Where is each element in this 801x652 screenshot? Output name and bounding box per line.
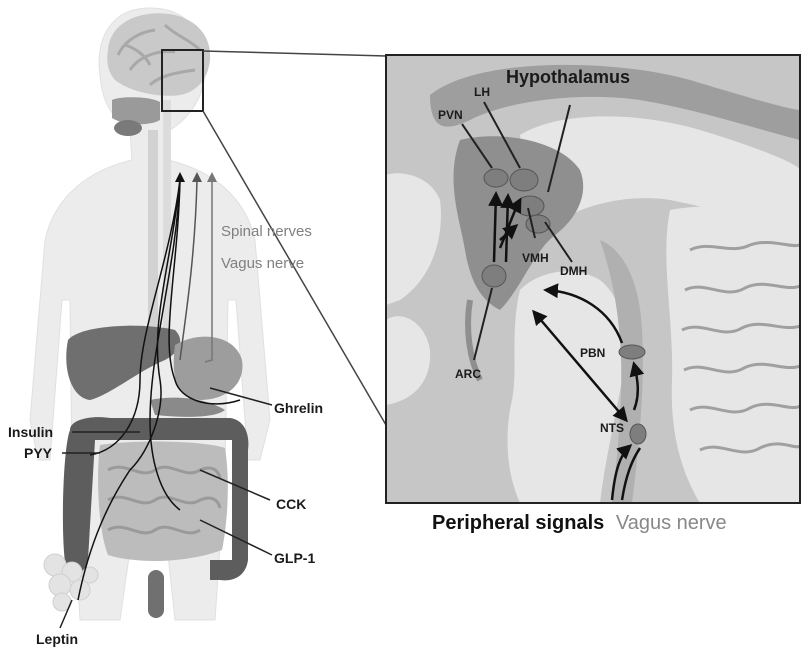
label-hypothalamus: Hypothalamus (506, 67, 630, 87)
label-pbn: PBN (580, 346, 605, 360)
label-glp1: GLP-1 (274, 550, 315, 566)
rectum (148, 570, 164, 618)
label-ghrelin: Ghrelin (274, 400, 323, 416)
label-insulin: Insulin (8, 424, 53, 440)
nucleus-pvn (484, 169, 508, 187)
label-dmh: DMH (560, 264, 587, 278)
zoom-connector-top (203, 51, 386, 56)
label-cck: CCK (276, 496, 306, 512)
caption-vagus-nerve: Vagus nerve (616, 512, 727, 534)
oral-cavity (112, 97, 160, 124)
nucleus-pbn (619, 345, 645, 359)
brain-inset (386, 55, 800, 503)
label-arc: ARC (455, 367, 481, 381)
label-pvn: PVN (438, 108, 463, 122)
caption-peripheral-signals: Peripheral signals (432, 512, 604, 534)
esophagus (148, 130, 158, 330)
label-nts: NTS (600, 421, 624, 435)
label-spinal-nerves: Spinal nerves (221, 223, 312, 240)
nucleus-lh (510, 169, 538, 191)
small-intestine (98, 442, 228, 561)
label-leptin: Leptin (36, 631, 78, 647)
tongue (114, 120, 142, 136)
inset-caption: Peripheral signals Vagus nerve (432, 512, 727, 535)
stomach (174, 337, 243, 400)
cerebellum (666, 207, 800, 503)
label-pyy: PYY (24, 445, 53, 461)
brain-shape (107, 13, 210, 96)
label-vagus-nerve-body: Vagus nerve (221, 255, 304, 272)
label-vmh: VMH (522, 251, 549, 265)
label-lh: LH (474, 85, 490, 99)
nucleus-nts (630, 424, 646, 444)
nucleus-arc (482, 265, 506, 287)
